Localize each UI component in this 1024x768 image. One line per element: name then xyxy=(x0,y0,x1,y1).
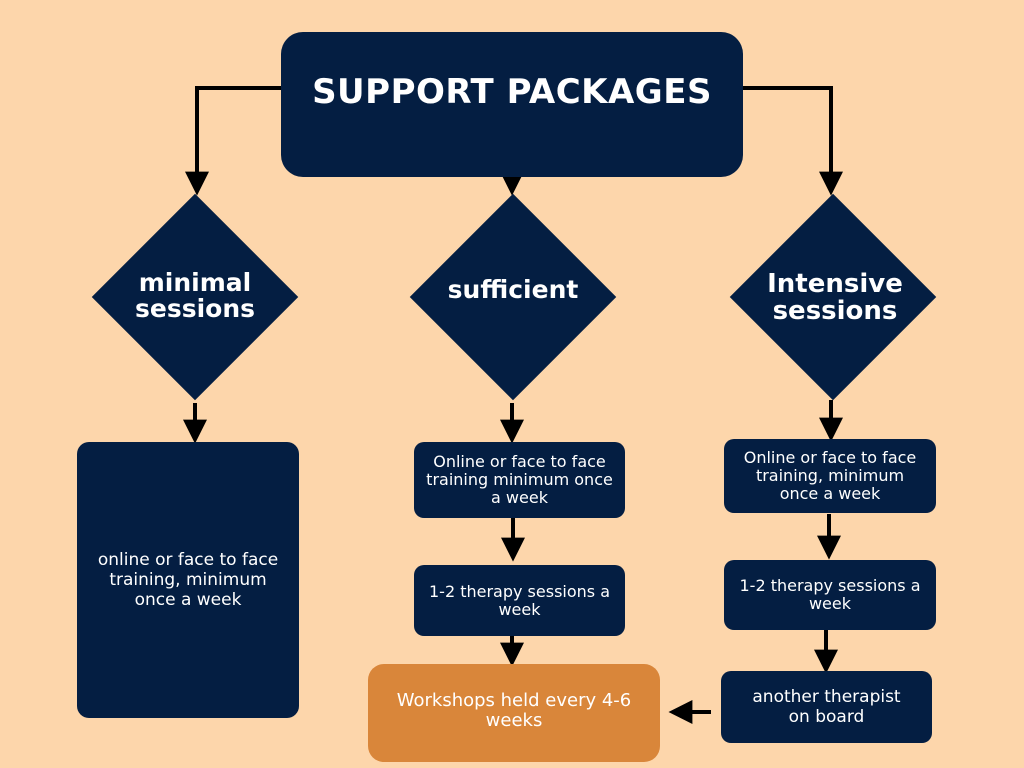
workshop-text: Workshops held every 4-6 weeks xyxy=(396,690,632,731)
workshop-box: Workshops held every 4-6 weeks xyxy=(368,664,660,762)
sufficient-label: sufficient xyxy=(447,274,579,304)
arrow-title-to-minimal xyxy=(185,86,281,196)
intensive-training-text: Online or face to face training, minimum… xyxy=(743,448,917,503)
intensive-therapy-box: 1-2 therapy sessions a week xyxy=(724,560,936,630)
intensive-label-line1: Intensive xyxy=(767,268,903,299)
intensive-therapist-text: another therapist on board xyxy=(752,687,901,727)
diamond-label-intensive: Intensive sessions xyxy=(753,258,917,338)
title-box: SUPPORT PACKAGES xyxy=(281,32,743,177)
intensive-label-line2: sessions xyxy=(772,296,898,326)
intensive-training-box: Online or face to face training, minimum… xyxy=(724,439,936,513)
diamond-label-minimal: minimal sessions xyxy=(115,256,275,336)
minimal-label-line2: sessions xyxy=(134,294,256,323)
sufficient-training-text: Online or face to face training minimum … xyxy=(426,452,613,507)
intensive-therapy-text: 1-2 therapy sessions a week xyxy=(739,576,921,613)
title-text: SUPPORT PACKAGES xyxy=(312,72,712,112)
sufficient-therapy-box: 1-2 therapy sessions a week xyxy=(414,565,625,636)
minimal-label-line1: minimal xyxy=(138,267,252,297)
sufficient-therapy-text: 1-2 therapy sessions a week xyxy=(428,581,611,619)
intensive-therapist-box: another therapist on board xyxy=(721,671,932,743)
sufficient-training-box: Online or face to face training minimum … xyxy=(414,442,625,518)
minimal-training-box: online or face to face training, minimum… xyxy=(77,442,299,718)
minimal-training-text: online or face to face training, minimum… xyxy=(97,550,279,610)
arrow-title-to-intensive xyxy=(743,86,843,196)
diamond-label-sufficient: sufficient xyxy=(433,270,593,310)
